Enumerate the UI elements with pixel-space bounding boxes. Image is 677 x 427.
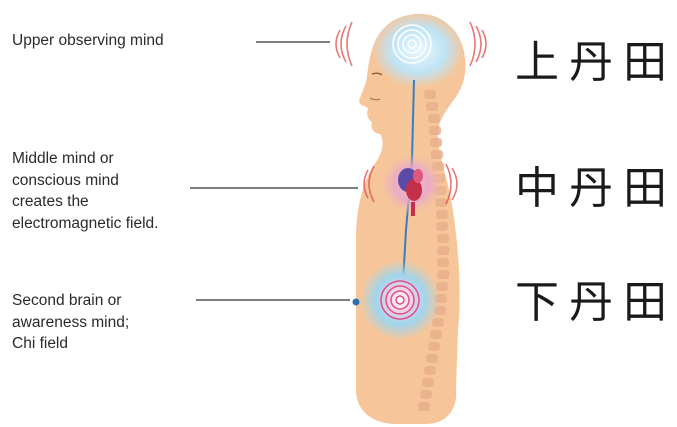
- middle-dantian-text: 中丹田: [515, 164, 677, 214]
- label-second-brain: Second brain or awareness mind; Chi fiel…: [12, 290, 129, 355]
- label-upper-observing-mind: Upper observing mind: [12, 30, 164, 52]
- upper-dantian-text: 上丹田: [515, 38, 677, 88]
- lower-dantian-glow: [360, 260, 440, 340]
- label-middle-conscious-mind: Middle mind or conscious mind creates th…: [12, 148, 158, 234]
- navel-point: [353, 299, 360, 306]
- lower-dantian-text: 下丹田: [515, 278, 677, 328]
